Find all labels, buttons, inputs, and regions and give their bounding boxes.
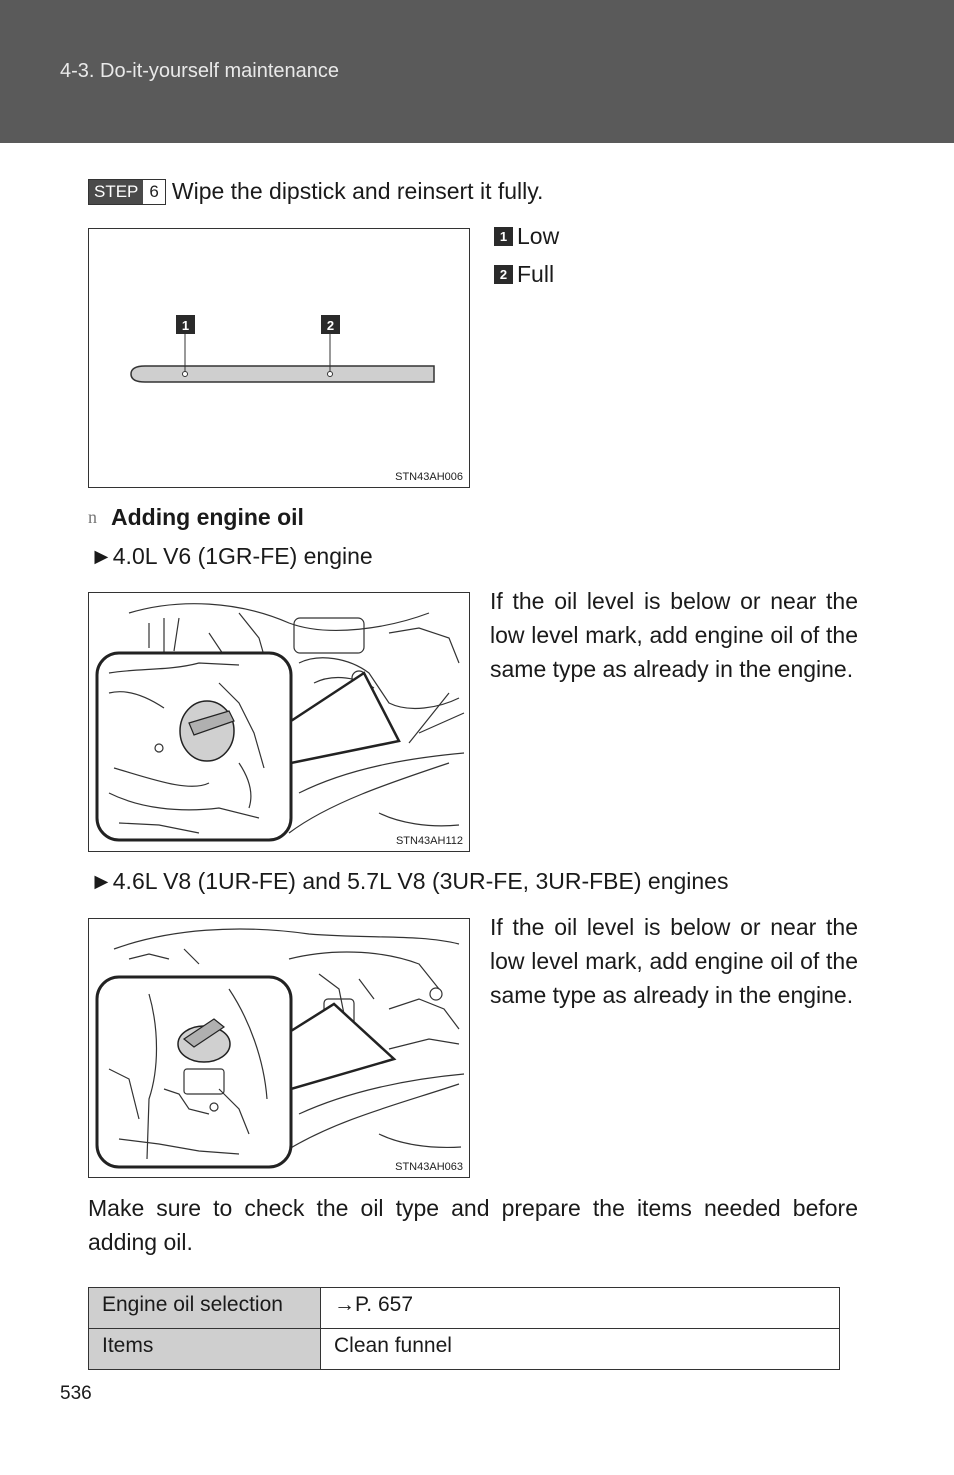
engine-v6-illustration (95, 603, 465, 842)
dipstick-illustration: 1 2 (130, 315, 435, 383)
legend-label: Full (517, 261, 555, 287)
step-badge: STEP 6 (88, 178, 166, 205)
engine-v6-instructions: If the oil level is below or near the lo… (490, 588, 858, 682)
step-label: STEP (89, 179, 144, 204)
callout-2: 2 (327, 318, 334, 333)
callout-full-marker (321, 315, 340, 334)
step-instruction: STEP 6 Wipe the dipstick and reinsert it… (88, 178, 543, 205)
figure-code: STN43AH006 (395, 471, 463, 483)
section-heading: n Adding engine oil (88, 504, 304, 531)
legend-item-full: 2 Full (494, 261, 554, 288)
figure-code: STN43AH112 (395, 835, 463, 847)
section-bullet: n (88, 507, 97, 527)
engine-v6-figure: STN43AH112 (88, 592, 470, 852)
oil-note: Make sure to check the oil type and prep… (88, 1195, 858, 1255)
page-number: 536 (60, 1383, 92, 1404)
section-heading-text: Adding engine oil (111, 504, 304, 530)
section-title: 4-3. Do-it-yourself maintenance (60, 60, 340, 82)
legend-number: 2 (494, 265, 513, 284)
legend-item-low: 1 Low (494, 223, 559, 250)
step-number: 6 (143, 179, 165, 204)
engine-v8-figure: STN43AH063 (88, 918, 470, 1178)
table-row: Engine oil selection →P. 657 (88, 1287, 840, 1329)
requirements-table: Engine oil selection →P. 657 Items Clean… (88, 1287, 840, 1370)
engine-v8-heading: ►4.6L V8 (1UR-FE) and 5.7L V8 (3UR-FE, 3… (90, 868, 729, 894)
engine-v8-illustration (95, 928, 465, 1169)
legend-number: 1 (494, 227, 513, 246)
figure-code: STN43AH063 (395, 1161, 463, 1173)
legend-label: Low (517, 223, 560, 249)
dipstick-figure: 1 2 STN43AH006 (88, 228, 470, 488)
table-value-link[interactable]: →P. 657 (320, 1287, 840, 1329)
callout-low-marker (176, 315, 195, 334)
engine-v8-instructions: If the oil level is below or near the lo… (490, 914, 858, 1008)
table-value: Clean funnel (320, 1328, 840, 1370)
table-key: Engine oil selection (88, 1287, 321, 1329)
table-row: Items Clean funnel (88, 1328, 840, 1370)
engine-v6-heading: ►4.0L V6 (1GR-FE) engine (90, 543, 373, 569)
step-text: Wipe the dipstick and reinsert it fully. (171, 178, 544, 204)
callout-1: 1 (182, 318, 189, 333)
page-header: 4-3. Do-it-yourself maintenance (0, 0, 954, 143)
table-key: Items (88, 1328, 321, 1370)
